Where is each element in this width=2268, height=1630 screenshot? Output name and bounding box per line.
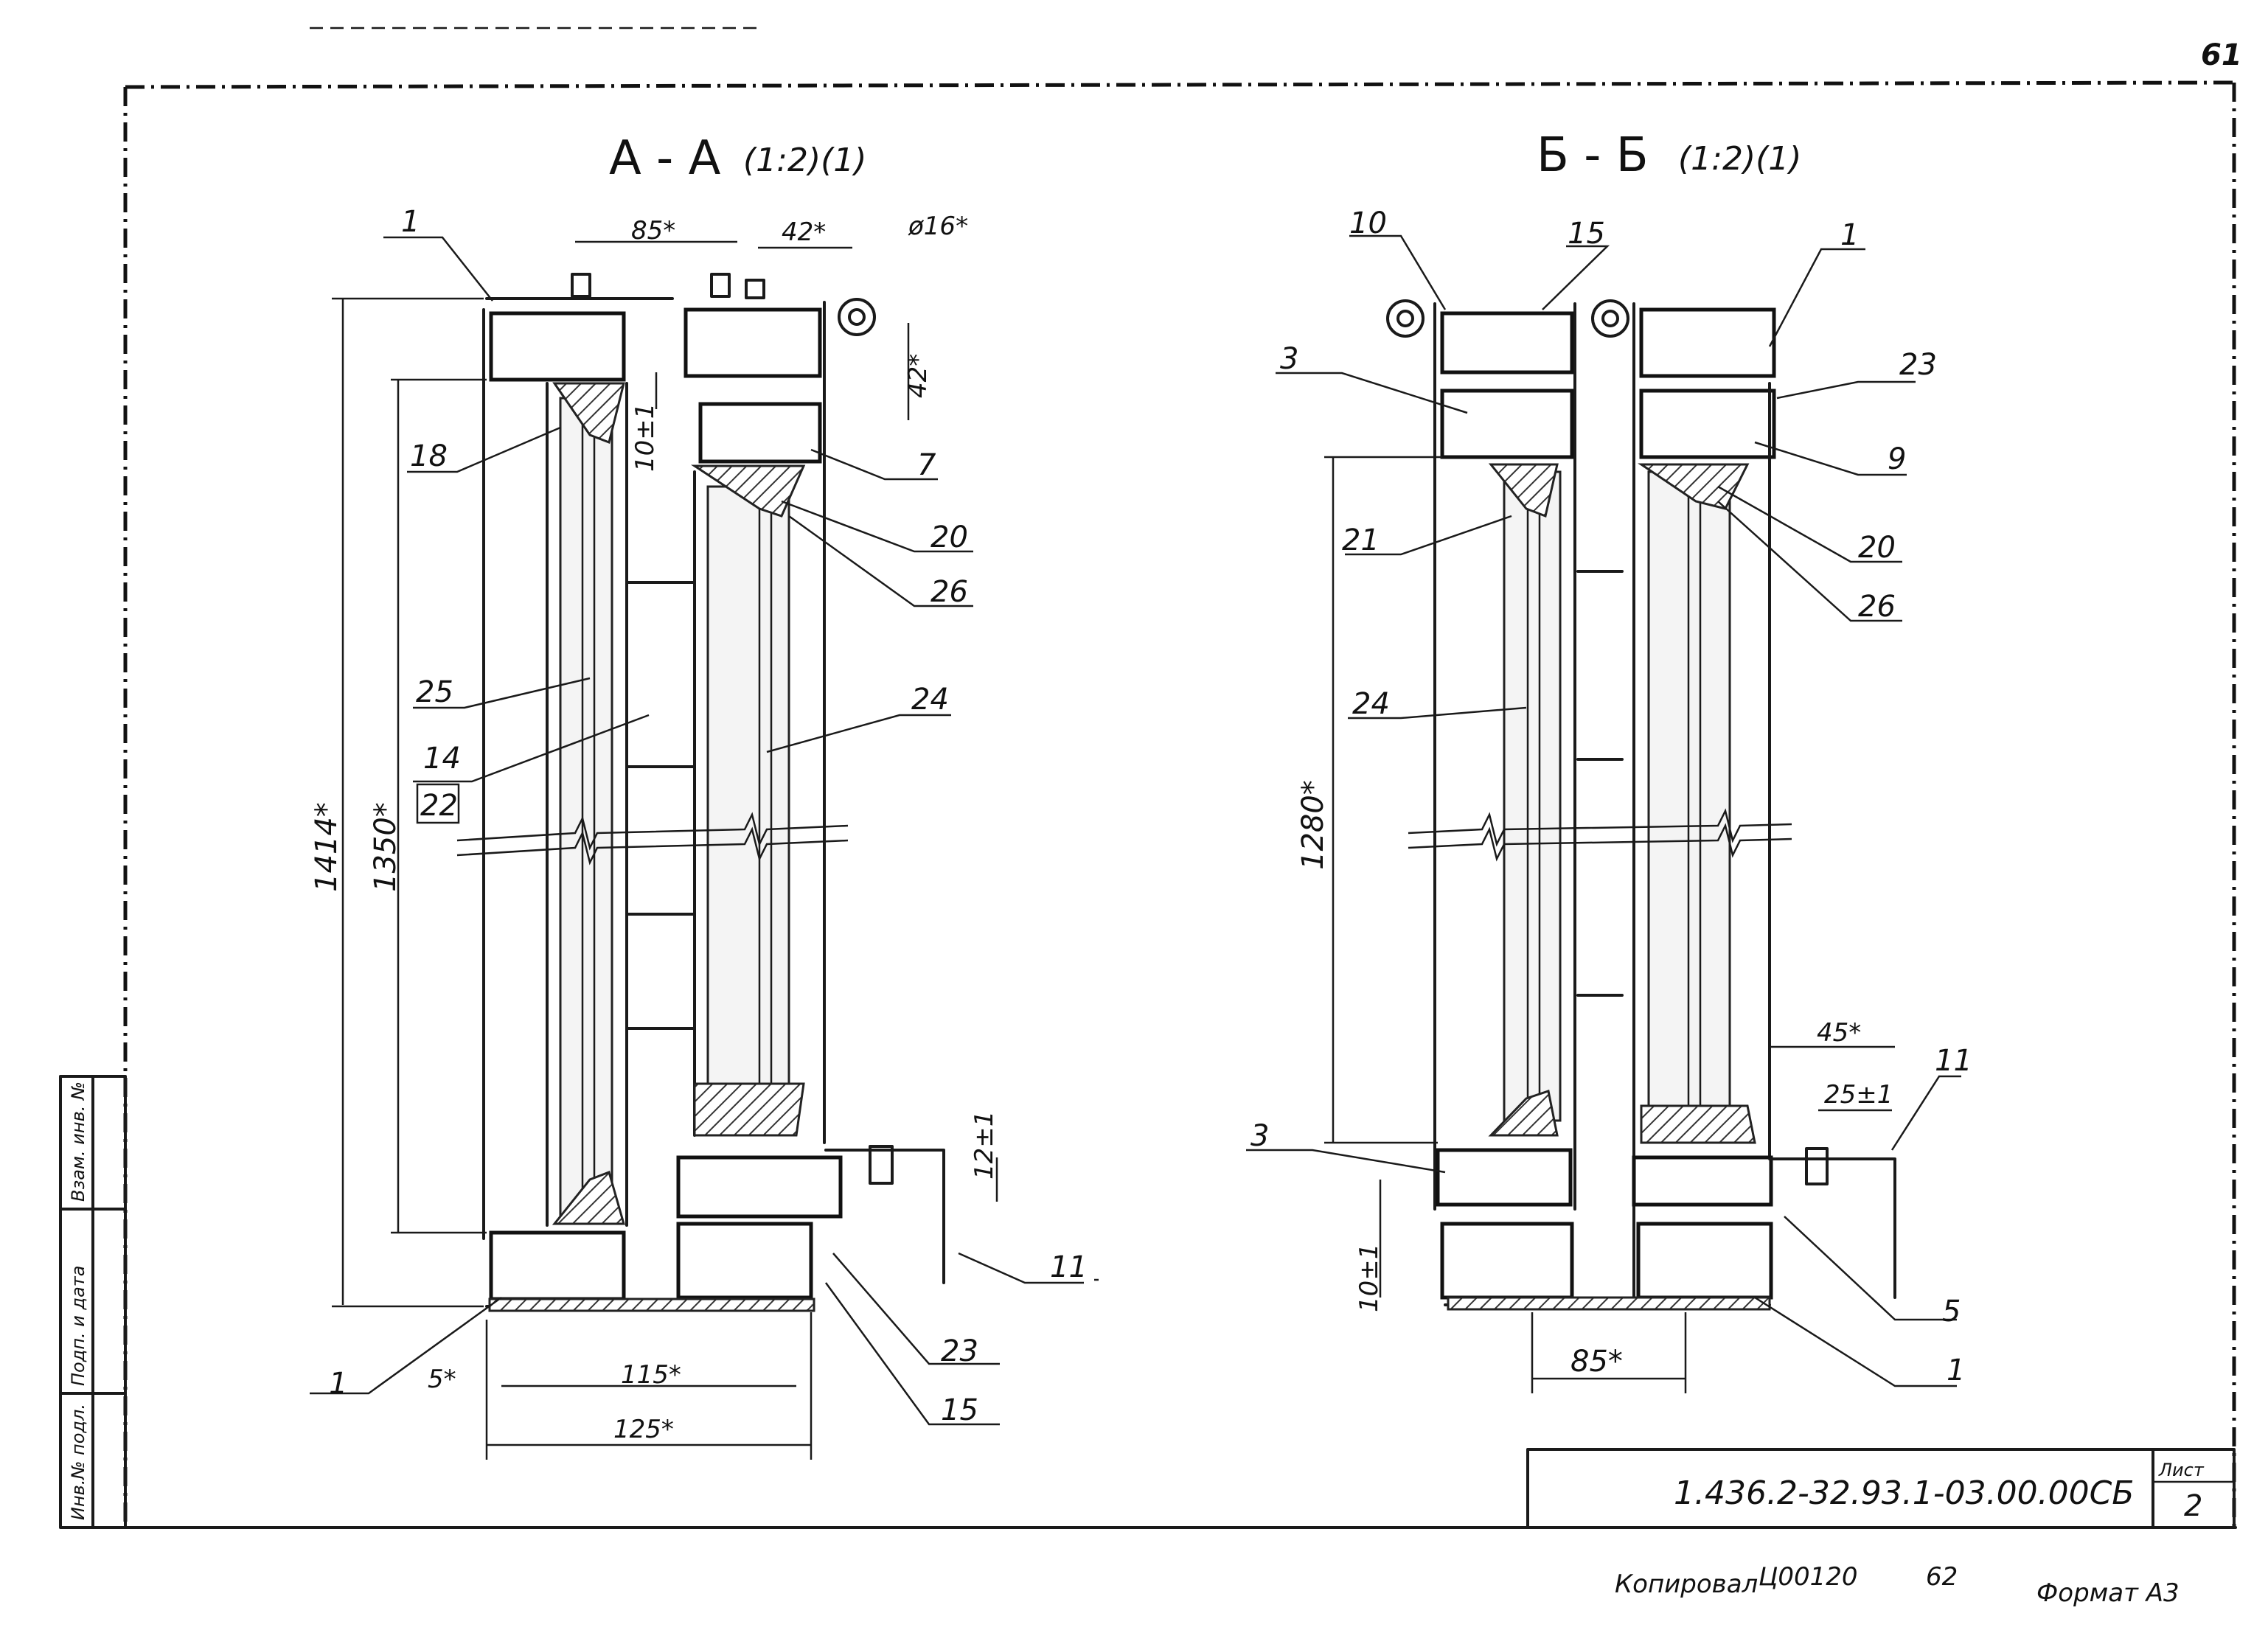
bb-dim-45: 45* [1817, 1018, 1861, 1048]
view-bb: Б - Б (1:2)(1) [1246, 128, 1972, 1393]
bb-dim-10: 10±1 [1354, 1244, 1384, 1312]
view-aa-title: А - А [609, 131, 721, 186]
aa-label-26: 26 [930, 575, 968, 609]
bb-dim-1280: 1280* [1296, 780, 1330, 870]
view-bb-scale: (1:2)(1) [1678, 140, 1801, 178]
bb-label-21: 21 [1342, 523, 1380, 557]
side-stamp: Взам. инв. № Подп. и дата Инв.№ подл. [59, 1075, 127, 1529]
document-code: 1.436.2-32.93.1-03.00.00СБ [1674, 1474, 2135, 1512]
aa-label-7: 7 [917, 448, 936, 482]
aa-dim-1350: 1350* [369, 802, 403, 892]
aa-label-23: 23 [941, 1334, 978, 1368]
sheet-value: 2 [2184, 1489, 2202, 1523]
bb-label-3top: 3 [1280, 342, 1298, 376]
side-stamp-col1: Инв.№ подл. [68, 1404, 88, 1520]
bb-label-3bot: 3 [1250, 1119, 1269, 1153]
aa-dim-10: 10±1 [630, 403, 660, 472]
aa-label-1bot: 1 [329, 1367, 347, 1401]
bb-label-24: 24 [1352, 687, 1390, 721]
bb-label-23: 23 [1899, 348, 1937, 382]
aa-dim-85: 85* [631, 216, 675, 245]
aa-label-15: 15 [941, 1393, 978, 1427]
bb-label-26: 26 [1858, 590, 1896, 624]
view-bb-title: Б - Б [1537, 128, 1649, 183]
aa-label-25: 25 [416, 675, 453, 709]
aa-dim-12: 12±1 [970, 1111, 999, 1180]
bb-label-1top: 1 [1840, 218, 1859, 252]
bb-label-9: 9 [1888, 442, 1906, 476]
bb-label-10: 10 [1349, 206, 1387, 240]
aa-label-11: 11 [1050, 1250, 1088, 1284]
aa-label-1top: 1 [401, 205, 420, 239]
bb-label-1bot: 1 [1947, 1354, 1965, 1387]
aa-dim-5: 5* [428, 1365, 456, 1394]
aa-dim-1414: 1414* [310, 802, 344, 892]
bb-label-15: 15 [1568, 217, 1605, 251]
bb-label-5: 5 [1942, 1295, 1961, 1328]
aa-dim-125: 125* [613, 1415, 674, 1444]
footer-code: Ц00120 [1759, 1562, 1858, 1592]
aa-dim-d16: ø16* [908, 212, 968, 241]
bb-label-11: 11 [1935, 1044, 1972, 1078]
bb-dim-85: 85* [1570, 1345, 1623, 1379]
view-aa-scale: (1:2)(1) [743, 142, 866, 179]
sheet-frame [116, 27, 2237, 1529]
side-stamp-col3: Взам. инв. № [68, 1082, 88, 1202]
side-stamp-col2: Подп. и дата [68, 1266, 88, 1387]
aa-label-18: 18 [410, 439, 448, 473]
bb-label-20: 20 [1858, 531, 1896, 565]
sheet-label: Лист [2158, 1460, 2205, 1480]
title-block [1526, 1448, 2236, 1529]
page-number: 61 [2201, 38, 2242, 72]
aa-label-14: 14 [423, 742, 461, 776]
aa-dim-42top: 42* [782, 217, 826, 247]
aa-label-24: 24 [911, 683, 949, 717]
footer-copied: Копировал [1615, 1570, 1758, 1599]
view-aa: А - А (1:2)(1) [310, 131, 1099, 1460]
bb-dim-25: 25±1 [1824, 1080, 1893, 1110]
aa-dim-42side: 42* [903, 354, 933, 398]
aa-label-20: 20 [930, 520, 968, 554]
footer-num: 62 [1926, 1562, 1958, 1592]
aa-dim-115: 115* [621, 1360, 681, 1390]
aa-label-22: 22 [420, 789, 458, 823]
footer-format: Формат А3 [2036, 1578, 2180, 1608]
